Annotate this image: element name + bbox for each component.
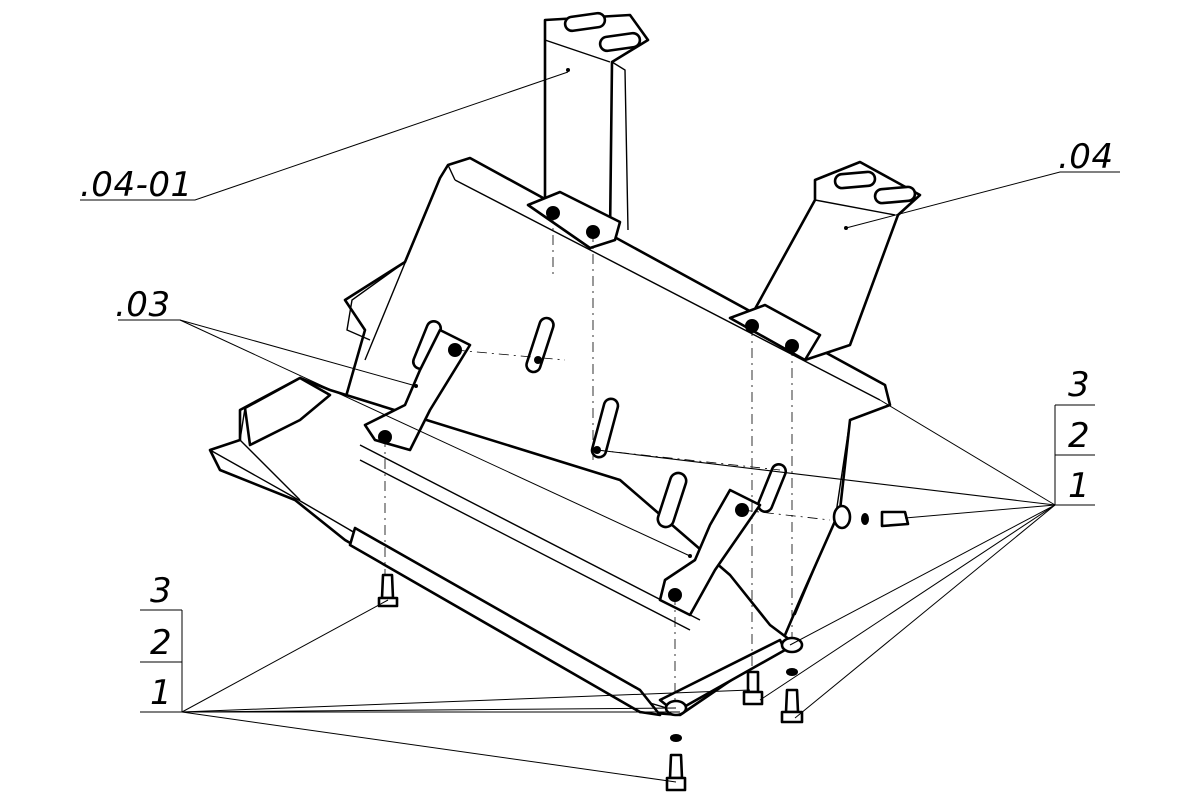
bracket-03-right [658,488,762,617]
bracket-03-left [363,328,472,452]
callout-03: .03 [115,285,171,325]
stack-left-item-3: 3 [150,571,172,611]
bracket-04 [728,160,922,362]
stack-left-item-2: 2 [150,623,172,663]
callout-04-01: .04-01 [80,165,193,205]
skid-plate [208,156,892,717]
stack-left-item-1: 1 [150,673,172,713]
center-lines [384,213,831,700]
callout-04: .04 [1058,137,1114,177]
leader-lines [80,71,1120,783]
stack-right-item-2: 2 [1068,416,1090,456]
stack-right-item-1: 1 [1068,466,1090,506]
bracket-04-01 [526,11,650,250]
stack-right-item-3: 3 [1068,365,1090,405]
fasteners [377,504,910,792]
